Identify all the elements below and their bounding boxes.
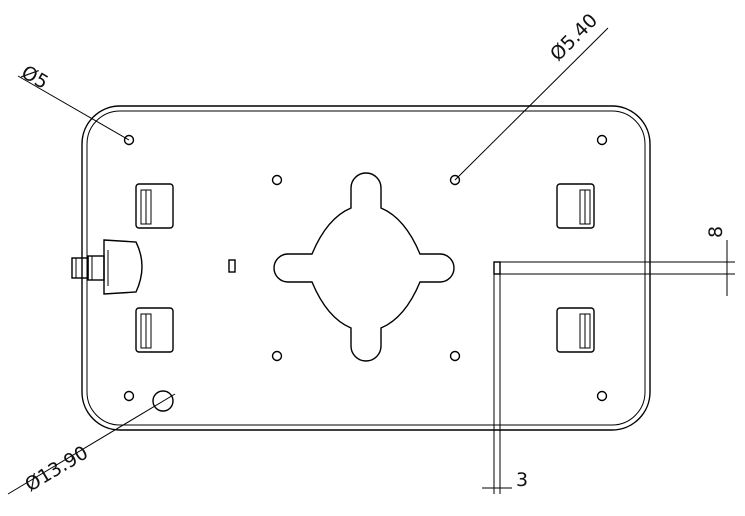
- clip-bottom-right: [556, 307, 595, 353]
- leader-lines: [7, 27, 609, 495]
- small-slot-right: [493, 261, 501, 275]
- dim-label-slot-8: 8: [705, 226, 727, 238]
- plate-outline: [81, 105, 651, 431]
- corner-holes: [123, 134, 608, 402]
- mount-holes: [271, 174, 461, 362]
- side-latch: [71, 239, 143, 295]
- dim-label-hole-13-90: Ø13.90: [21, 442, 92, 497]
- center-cutout: [273, 172, 455, 362]
- dim-label-slot-3: 3: [516, 469, 528, 491]
- dim-3-lines: [482, 274, 512, 494]
- clip-top-left: [135, 183, 174, 229]
- dim-8-lines: [500, 240, 735, 296]
- clip-top-right: [556, 183, 595, 229]
- small-slot-left: [228, 259, 236, 273]
- dim-label-hole-5: Ø5: [18, 61, 52, 94]
- dim-label-hole-5-40: Ø5.40: [546, 9, 602, 65]
- clip-bottom-left: [135, 307, 174, 353]
- large-hole: [152, 390, 174, 412]
